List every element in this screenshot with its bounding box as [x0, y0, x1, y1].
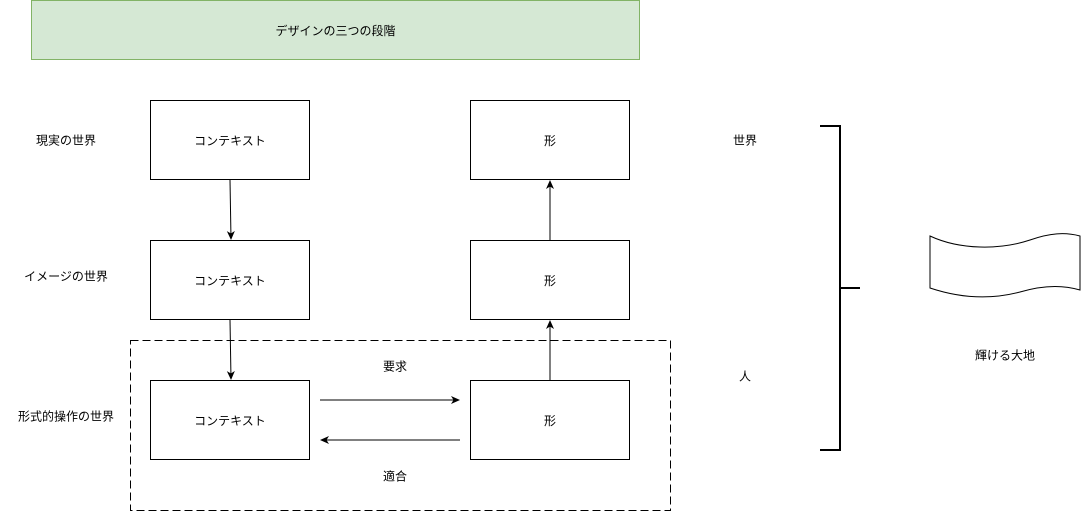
- bracket-shape: [820, 125, 860, 451]
- label-person: 人: [738, 369, 752, 384]
- diagram-title: デザインの三つの段階: [31, 0, 640, 60]
- tape-shape: [929, 233, 1081, 298]
- level-label-real-world: 現実の世界: [35, 133, 97, 148]
- arrow-context-real-to-image: [226, 179, 235, 240]
- context-box-real: コンテキスト: [150, 100, 310, 180]
- form-box-formal: 形: [470, 380, 630, 460]
- form-box-real: 形: [470, 100, 630, 180]
- form-box-image: 形: [470, 240, 630, 320]
- edge-label-fit: 適合: [382, 469, 408, 484]
- arrow-context-image-to-formal: [226, 319, 235, 380]
- context-box-image: コンテキスト: [150, 240, 310, 320]
- label-world: 世界: [732, 133, 758, 148]
- context-box-formal: コンテキスト: [150, 380, 310, 460]
- label-shining-earth: 輝ける大地: [974, 348, 1036, 363]
- level-label-formal-world: 形式的操作の世界: [17, 409, 115, 424]
- level-label-image-world: イメージの世界: [24, 269, 108, 284]
- edge-label-request: 要求: [382, 359, 408, 374]
